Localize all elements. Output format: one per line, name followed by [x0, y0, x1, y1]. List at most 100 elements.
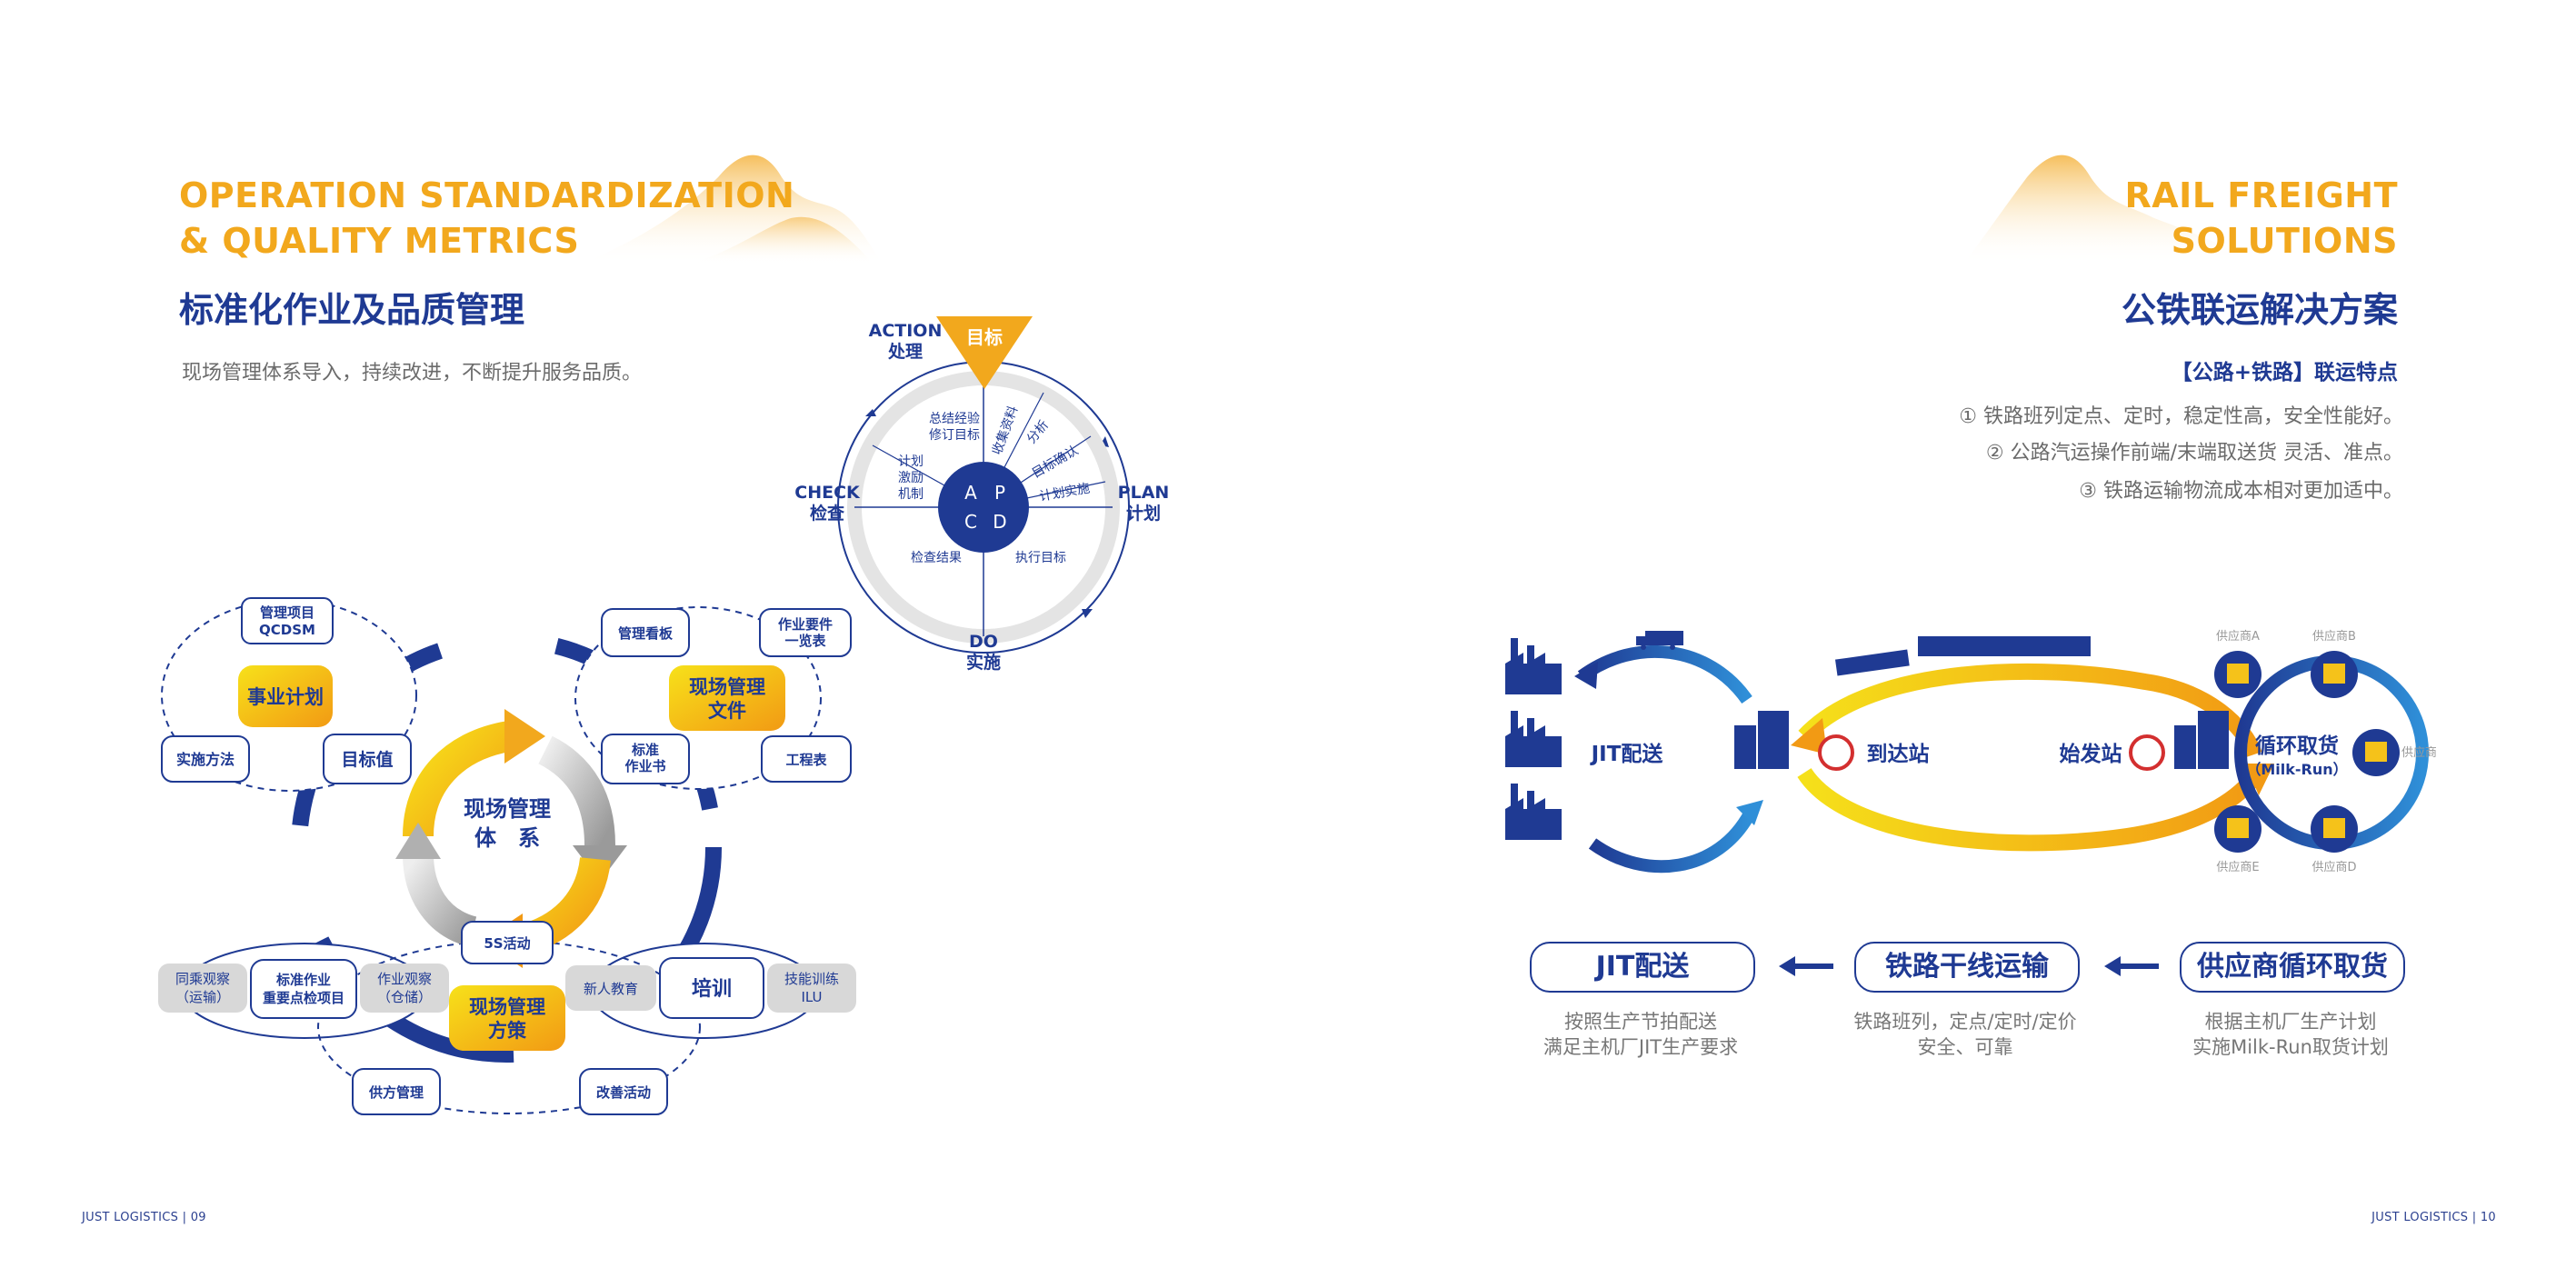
pdca-letter-p: P	[994, 482, 1005, 504]
rail-milkrun-2: （Milk-Run）	[2246, 761, 2347, 778]
system-center-2: 体 系	[474, 825, 540, 851]
right-title-en-1: RAIL FREIGHT	[2124, 175, 2398, 215]
train-icon	[1834, 636, 2091, 676]
supplier-node-c	[2352, 729, 2400, 776]
rail-supplier-c: 供应商C	[2401, 745, 2436, 760]
pdca-seg-incentive-1: 计划	[898, 454, 924, 469]
rail-milkrun-1: 循环取货	[2255, 734, 2339, 758]
mountain-decoration-right	[1963, 155, 2254, 264]
right-footer: JUST LOGISTICS | 10	[2371, 1211, 2496, 1224]
pdca-seg-exec-goal: 执行目标	[1015, 551, 1066, 565]
pdca-wheel: A P C D 目标 ACTION 处理 PLAN 计划 CHECK 检查 DO…	[794, 316, 1170, 673]
step3-desc-1: 根据主机厂生产计划	[2204, 1011, 2377, 1033]
left-title-en-2: & QUALITY METRICS	[179, 221, 580, 261]
system-center-1: 现场管理	[464, 796, 551, 822]
pdca-action-en: ACTION	[869, 321, 943, 341]
left-footer: JUST LOGISTICS | 09	[82, 1211, 206, 1224]
arrow-left-icon	[2104, 956, 2159, 976]
rail-supplier-a: 供应商A	[2216, 629, 2260, 644]
pdca-check-en: CHECK	[794, 483, 861, 503]
pdca-action-cn: 处理	[887, 341, 923, 362]
pdca-goal: 目标	[966, 326, 1003, 348]
right-title-cn: 公铁联运解决方案	[2121, 290, 2398, 330]
pdca-plan-cn: 计划	[1126, 503, 1161, 524]
system-skill-1: 技能训练	[784, 971, 839, 987]
left-title-cn: 标准化作业及品质管理	[179, 290, 525, 330]
rail-diagram: JIT配送 到达站 始发站 循环取货 （Milk-Run） 供应商A 供应商B …	[1505, 629, 2436, 874]
system-training: 培训	[692, 977, 732, 1001]
mountain-decoration-left	[582, 155, 882, 264]
system-business-plan: 事业计划	[247, 686, 324, 708]
supplier-node-e	[2214, 805, 2261, 853]
pdca-letter-d: D	[993, 511, 1006, 533]
system-plan-1: 现场管理	[469, 996, 545, 1018]
features-heading: 【公路+铁路】联运特点	[2171, 361, 2398, 384]
system-improve: 改善活动	[596, 1084, 651, 1101]
system-elements-2: 一览表	[784, 633, 826, 649]
truck-icon	[1636, 631, 1683, 650]
feature-2: ② 公路汽运操作前端/末端取送货 灵活、准点。	[1985, 442, 2403, 464]
system-warehouse-1: 作业观察	[377, 971, 432, 987]
system-key-check-2: 重要点检项目	[263, 990, 344, 1006]
system-process-table: 工程表	[785, 752, 827, 768]
step3-desc-2: 实施Milk-Run取货计划	[2192, 1036, 2389, 1058]
pdca-plan-en: PLAN	[1118, 483, 1170, 503]
system-ride-2: （运输）	[175, 989, 230, 1005]
pdca-letter-a: A	[964, 482, 977, 504]
station-icon	[2129, 734, 2165, 771]
pdca-seg-incentive-2: 激励	[898, 470, 924, 485]
pdca-check-cn: 检查	[810, 503, 845, 524]
step2-desc-1: 铁路班列，定点/定时/定价	[1853, 1011, 2077, 1033]
factory-icon	[1505, 711, 1562, 767]
system-elements-1: 作业要件	[778, 616, 833, 633]
supplier-node-a	[2214, 651, 2261, 698]
system-qcdsm-1: 管理项目	[260, 604, 315, 621]
left-description: 现场管理体系导入，持续改进，不断提升服务品质。	[182, 362, 643, 384]
feature-1: ① 铁路班列定点、定时，稳定性高，安全性能好。	[1959, 405, 2403, 428]
rail-supplier-b: 供应商B	[2312, 629, 2356, 644]
pdca-letter-c: C	[964, 511, 977, 533]
step-milkrun: 供应商循环取货	[2180, 942, 2405, 993]
pdca-seg-check-result: 检查结果	[911, 551, 962, 565]
feature-3: ③ 铁路运输物流成本相对更加适中。	[2079, 480, 2403, 503]
building-icon	[2174, 711, 2229, 769]
step2-desc-2: 安全、可靠	[1917, 1036, 2013, 1058]
right-title-en-2: SOLUTIONS	[2171, 221, 2398, 261]
step1-desc-2: 满足主机厂JIT生产要求	[1543, 1036, 1739, 1058]
left-title-en-1: OPERATION STANDARDIZATION	[179, 175, 795, 215]
system-method: 实施方法	[176, 751, 235, 768]
supplier-node-d	[2311, 805, 2358, 853]
system-board: 管理看板	[618, 625, 674, 642]
system-site-docs-1: 现场管理	[689, 676, 765, 698]
factory-icon	[1505, 784, 1562, 840]
station-icon	[1818, 734, 1854, 771]
rail-arrival: 到达站	[1867, 743, 1930, 766]
supplier-node-b	[2311, 651, 2358, 698]
system-std-book-1: 标准	[631, 742, 659, 758]
site-management-diagram: 现场管理 体 系 事业计划 现场管理 文件 现场管理 方策 管理项目 QCDSM…	[158, 597, 856, 1115]
arrow-left-icon	[1779, 956, 1833, 976]
step1-desc-1: 按照生产节拍配送	[1564, 1011, 1717, 1033]
system-std-book-2: 作业书	[624, 758, 665, 774]
system-warehouse-2: （仓储）	[377, 989, 432, 1005]
system-newcomer: 新人教育	[584, 981, 638, 997]
pdca-seg-summary-2: 修订目标	[929, 428, 980, 443]
system-key-check-1: 标准作业	[275, 972, 331, 988]
step-jit: JIT配送	[1530, 942, 1755, 993]
system-plan-2: 方策	[488, 1020, 527, 1042]
system-skill-2: ILU	[801, 989, 822, 1005]
pdca-do-en: DO	[969, 632, 998, 652]
pdca-seg-summary-1: 总结经验	[929, 412, 980, 426]
factory-icon	[1505, 638, 1562, 694]
rail-departure: 始发站	[2060, 742, 2122, 766]
rail-jit: JIT配送	[1590, 742, 1663, 766]
rail-supplier-d: 供应商D	[2311, 860, 2356, 874]
step-rail-trunk: 铁路干线运输	[1854, 942, 2080, 993]
system-supplier-mgmt: 供方管理	[368, 1084, 424, 1101]
pdca-do-cn: 实施	[966, 652, 1001, 673]
system-qcdsm-2: QCDSM	[259, 622, 315, 638]
pdca-seg-incentive-3: 机制	[898, 487, 924, 502]
system-ride-1: 同乘观察	[175, 971, 230, 987]
system-site-docs-2: 文件	[708, 700, 746, 722]
building-icon	[1734, 711, 1789, 769]
